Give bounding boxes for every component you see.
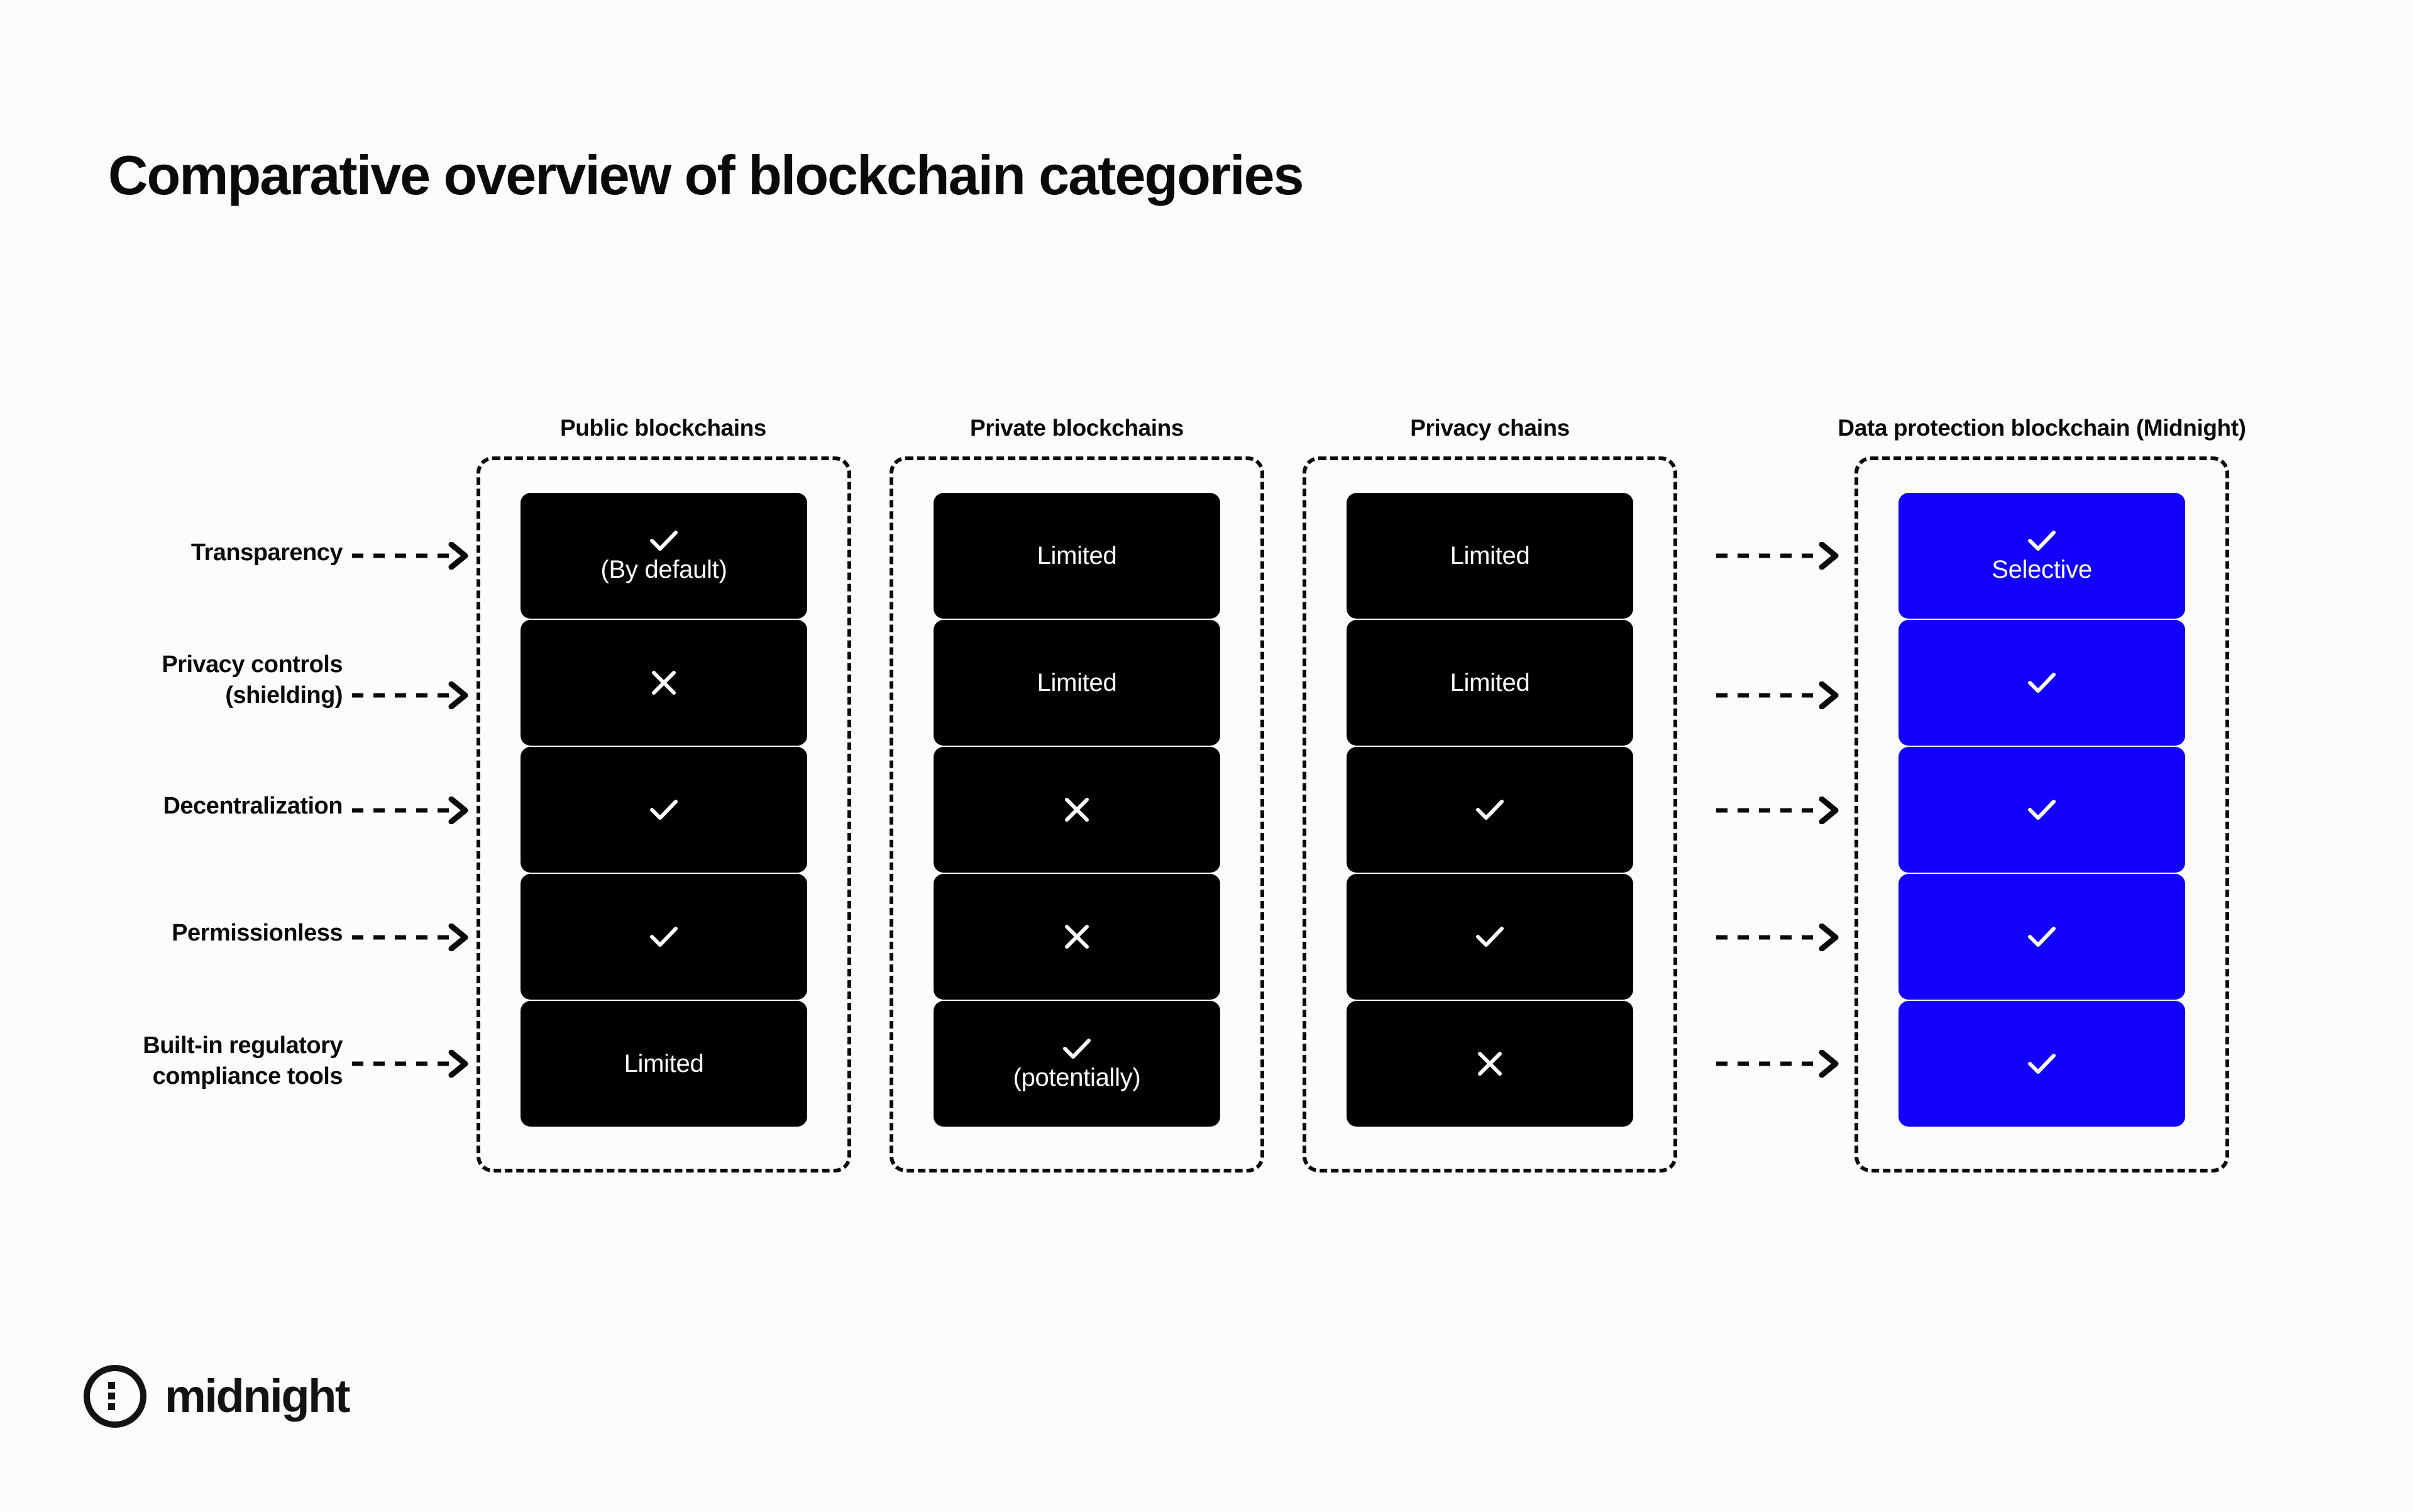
cell-transparency-private[interactable]: Limited [934,493,1220,619]
cross-icon [1064,797,1090,823]
check-icon [1062,1037,1091,1060]
connector-arrow-privacy-controls [352,682,478,709]
cell-decentralization-midnight[interactable] [1899,747,2185,873]
check-icon [1475,925,1504,948]
row-label-compliance-tools: Built-in regulatory compliance tools [143,1032,343,1090]
check-icon [2027,1052,2056,1075]
column-header-public-blockchains: Public blockchains [560,415,766,441]
midnight-arrow-transparency [1716,542,1848,570]
cell-label: Limited [1037,669,1117,697]
cell-transparency-public[interactable]: (By default) [521,493,807,619]
cell-decentralization-private[interactable] [934,747,1220,873]
cell-privacy-controls-private[interactable]: Limited [934,620,1220,746]
cell-permissionless-public[interactable] [521,874,807,1000]
cross-icon [651,670,677,696]
cell-label: (By default) [600,556,727,583]
cell-compliance-private[interactable]: (potentially) [934,1001,1220,1127]
cell-permissionless-midnight[interactable] [1899,874,2185,1000]
check-icon [2027,529,2056,552]
midnight-wordmark: midnight [165,1370,351,1422]
cell-decentralization-public[interactable] [521,747,807,873]
column-header-private-blockchains: Private blockchains [970,415,1184,441]
cell-decentralization-privacy-chains[interactable] [1347,747,1633,873]
column-box-public-blockchains [477,456,851,1173]
midnight-arrow-decentralization [1716,797,1848,824]
cell-label: (potentially) [1013,1064,1141,1091]
column-header-privacy-chains: Privacy chains [1410,415,1570,441]
cell-transparency-midnight[interactable]: Selective [1899,493,2185,619]
midnight-arrow-permissionless [1716,924,1848,951]
connector-arrow-transparency [352,542,478,570]
check-icon [1475,798,1504,821]
check-icon [2027,798,2056,821]
cell-compliance-midnight[interactable] [1899,1001,2185,1127]
cross-icon [1064,924,1090,950]
check-icon [2027,925,2056,948]
cell-compliance-public[interactable]: Limited [521,1001,807,1127]
connector-arrow-compliance-tools [352,1050,478,1078]
row-label-decentralization: Decentralization [163,793,343,819]
check-icon [2027,671,2056,694]
column-box-privacy-chains [1303,456,1677,1173]
column-box-data-protection-blockchain [1855,456,2229,1173]
cell-label: Limited [624,1050,704,1078]
cell-label: Limited [1450,669,1530,697]
column-header-data-protection-blockchain: Data protection blockchain (Midnight) [1838,415,2246,441]
column-box-private-blockchains [890,456,1264,1173]
cell-label: Limited [1450,542,1530,570]
cell-compliance-privacy-chains[interactable] [1347,1001,1633,1127]
cell-label: Selective [1992,556,2092,583]
check-icon [649,925,678,948]
page-title: Comparative overview of blockchain categ… [108,144,1304,206]
cell-privacy-controls-privacy-chains[interactable]: Limited [1347,620,1633,746]
row-label-privacy-controls: Privacy controls (shielding) [162,651,343,709]
cell-privacy-controls-midnight[interactable] [1899,620,2185,746]
check-icon [649,798,678,821]
cell-permissionless-private[interactable] [934,874,1220,1000]
midnight-logo[interactable]: midnight [82,1363,351,1430]
row-label-permissionless: Permissionless [172,920,343,946]
midnight-circle-dots-icon [82,1363,148,1430]
cross-icon [1477,1051,1503,1077]
cell-label: Limited [1037,542,1117,570]
midnight-arrow-privacy-controls [1716,682,1848,709]
cell-privacy-controls-public[interactable] [521,620,807,746]
check-icon [649,529,678,552]
midnight-arrow-compliance-tools [1716,1050,1848,1078]
connector-arrow-permissionless [352,924,478,951]
row-label-transparency: Transparency [190,539,343,566]
connector-arrow-decentralization [352,797,478,824]
cell-permissionless-privacy-chains[interactable] [1347,874,1633,1000]
cell-transparency-privacy-chains[interactable]: Limited [1347,493,1633,619]
